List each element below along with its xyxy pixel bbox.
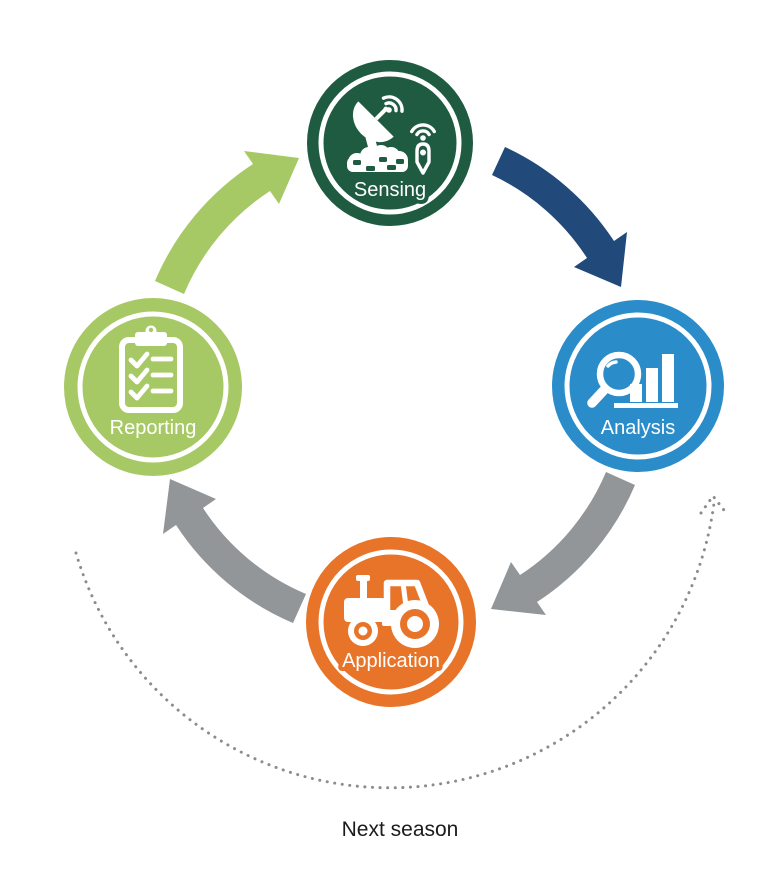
arrow-analysis-to-application — [491, 472, 635, 615]
analysis-label: Analysis — [601, 417, 675, 439]
next-season-label: Next season — [342, 818, 459, 841]
magnifier-bar-chart-icon — [587, 351, 678, 408]
next-season-arrowhead-icon — [699, 493, 729, 516]
node-analysis: Analysis — [552, 300, 724, 472]
reporting-label: Reporting — [110, 417, 197, 439]
node-application: Application — [306, 537, 476, 707]
application-ring — [318, 549, 464, 695]
tractor-rear-wheel — [391, 600, 439, 648]
sensing-circle — [307, 60, 473, 226]
clipboard-checklist-icon — [119, 325, 183, 413]
satellite-dish — [352, 101, 394, 143]
node-sensing: Sensing — [307, 60, 473, 226]
arrow-sensing-to-analysis — [492, 147, 627, 287]
dish-signal-icon — [381, 95, 404, 113]
tractor-icon — [344, 575, 439, 648]
magnifier — [587, 351, 642, 408]
arrow-reporting-to-sensing — [155, 151, 299, 294]
sensing-label: Sensing — [354, 179, 426, 201]
sensing-ring — [318, 71, 462, 215]
application-label: Application — [342, 650, 440, 672]
reporting-ring — [77, 311, 229, 463]
analysis-ring — [564, 312, 712, 460]
soil-probe — [415, 142, 431, 175]
satellite-dish-soil-sensor-icon — [347, 95, 436, 175]
reporting-circle — [64, 298, 242, 476]
node-reporting: Reporting — [64, 298, 242, 476]
next-season-arc — [74, 493, 729, 790]
tractor-front-wheel — [348, 616, 378, 646]
probe-signal-icon — [410, 123, 436, 141]
arrow-application-to-reporting — [163, 479, 306, 623]
